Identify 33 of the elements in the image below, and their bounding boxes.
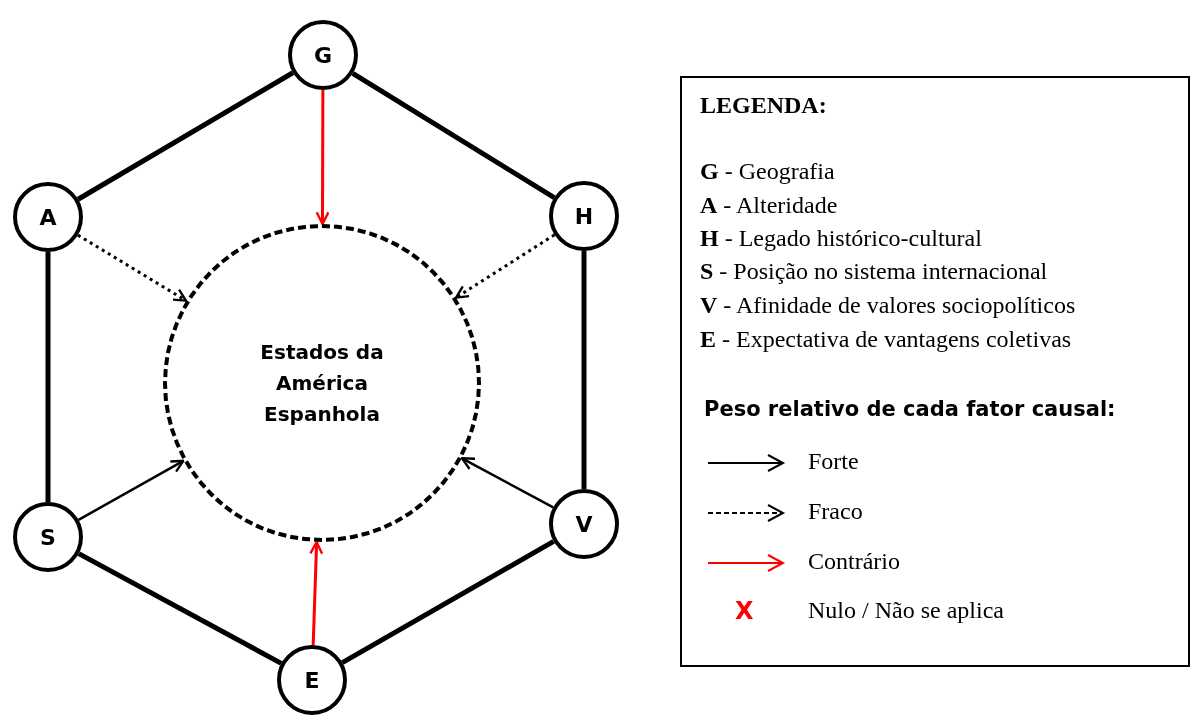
- factor-letter: A: [39, 204, 57, 230]
- legend-label: Forte: [808, 448, 859, 475]
- arrow: [460, 457, 554, 509]
- null-mark: X: [735, 597, 754, 625]
- arrow: [454, 233, 556, 299]
- legend-title: LEGENDA:: [700, 92, 827, 119]
- dashed-circle: [163, 224, 481, 542]
- connector-line: [351, 71, 556, 200]
- legend-label: Contrário: [808, 548, 900, 575]
- connector-line: [76, 70, 295, 202]
- connector-line: [581, 251, 587, 489]
- connector-line: [77, 551, 283, 666]
- factor-letter: V: [575, 511, 593, 537]
- legend-entry: S - Posição no sistema internacional: [700, 258, 1048, 285]
- legend-entry: H - Legado histórico-cultural: [700, 225, 982, 252]
- legend-entry: G - Geografia: [700, 158, 835, 185]
- arrow: [309, 540, 324, 646]
- factor-letter: G: [313, 42, 333, 68]
- legend-entry: A - Alteridade: [700, 192, 838, 219]
- arrow: [77, 233, 188, 302]
- connector-line: [45, 252, 51, 502]
- legend-label: Nulo / Não se aplica: [808, 597, 1004, 624]
- legend-subtitle: Peso relativo de cada fator causal:: [704, 397, 1116, 421]
- legend-entry: V - Afinidade de valores sociopolíticos: [700, 292, 1076, 319]
- legend-entry: E - Expectativa de vantagens coletivas: [700, 326, 1072, 353]
- factor-letter: S: [40, 524, 56, 550]
- arrow: [315, 90, 330, 226]
- connector-line: [341, 539, 555, 665]
- factor-letter: H: [574, 203, 594, 229]
- circle-label: Estados da América Espanhola: [259, 338, 385, 428]
- legend-label: Fraco: [808, 498, 863, 525]
- factor-letter: E: [304, 667, 320, 693]
- arrow: [77, 459, 185, 521]
